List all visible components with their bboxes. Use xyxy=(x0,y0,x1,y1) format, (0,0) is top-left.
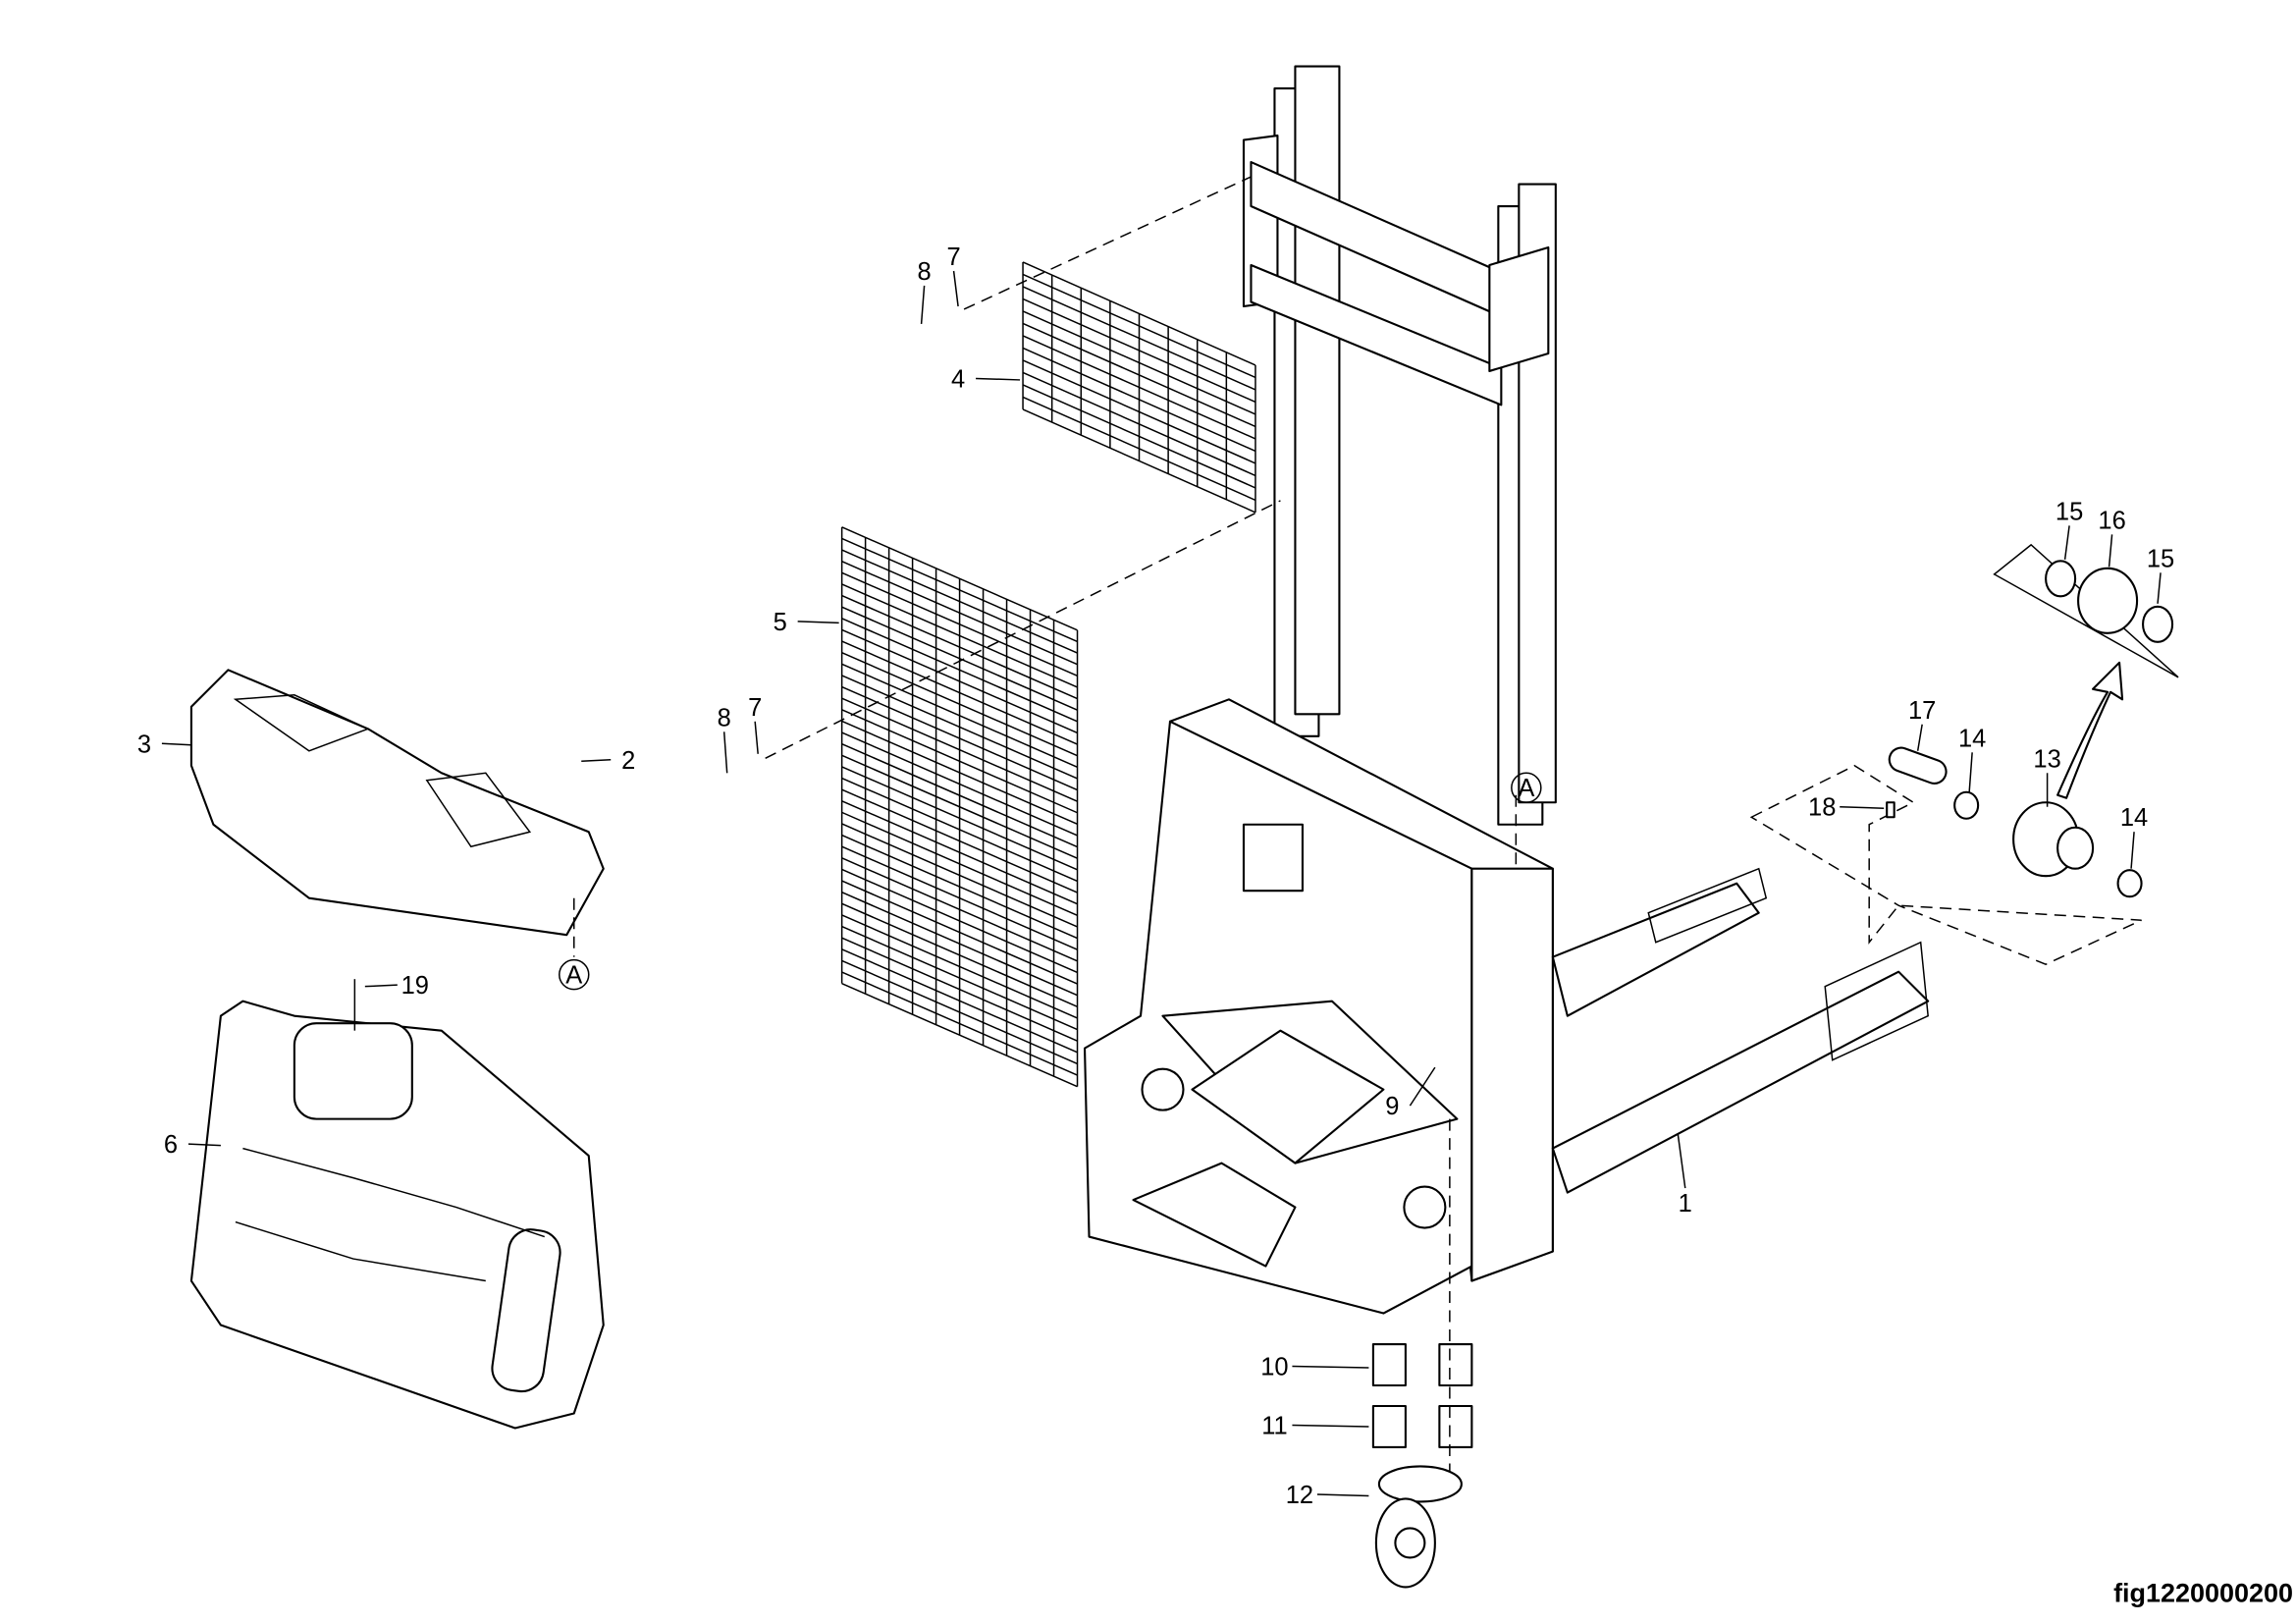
leader-line xyxy=(797,621,839,624)
leader-line xyxy=(1316,1493,1369,1497)
callout-label: 7 xyxy=(748,694,762,722)
callout-label: 1 xyxy=(1679,1190,1692,1218)
load-roller-assembly xyxy=(1749,543,2179,965)
callout-label: 12 xyxy=(1286,1482,1313,1509)
callout-label: 4 xyxy=(951,365,965,393)
figure-id: fig1220000200 xyxy=(2113,1578,2293,1607)
leader-line xyxy=(2157,572,2162,604)
grille-upper xyxy=(1022,261,1256,514)
callout-19: 19 xyxy=(364,972,429,1000)
callout-label: 18 xyxy=(1808,794,1836,822)
callout-6: 6 xyxy=(164,1131,221,1159)
callout-8: 8 xyxy=(718,704,731,774)
callout-1: 1 xyxy=(1677,1133,1692,1218)
leader-line xyxy=(1840,806,1885,810)
leader-line xyxy=(161,742,191,746)
callout-18: 18 xyxy=(1808,794,1885,822)
callout-label: 16 xyxy=(2098,507,2125,534)
callout-label: 7 xyxy=(946,244,960,271)
callout-label: 5 xyxy=(774,609,787,636)
cover-front xyxy=(189,1000,605,1430)
callout-9: 9 xyxy=(1385,1066,1436,1120)
leader-line xyxy=(952,270,959,307)
callout-label: 15 xyxy=(2147,545,2174,572)
leader-line xyxy=(1916,724,1923,751)
callout-3: 3 xyxy=(137,731,191,758)
caster-wheel xyxy=(1371,1342,1473,1589)
callout-label: 14 xyxy=(2120,804,2148,832)
callout-label: 17 xyxy=(1908,697,1936,725)
cover-top xyxy=(189,669,605,937)
leader-line xyxy=(1677,1133,1686,1189)
callout-4: 4 xyxy=(951,365,1021,393)
forks xyxy=(1551,867,1930,1194)
callout-label: 14 xyxy=(1958,725,1986,752)
reference-mark-a2: A xyxy=(1511,772,1542,804)
leader-line xyxy=(1292,1424,1369,1428)
callout-14: 14 xyxy=(1958,725,1986,792)
reference-mark-a1: A xyxy=(559,958,590,991)
callout-15: 15 xyxy=(2056,498,2083,560)
callout-label: 3 xyxy=(137,731,151,758)
callout-11: 11 xyxy=(1261,1412,1369,1439)
callout-13: 13 xyxy=(2033,745,2061,807)
callout-label: 8 xyxy=(918,258,932,286)
leader-line xyxy=(976,377,1021,381)
callout-label: 6 xyxy=(164,1131,178,1159)
svg-text:A: A xyxy=(565,962,582,990)
callout-label: 10 xyxy=(1260,1354,1288,1381)
callout-8: 8 xyxy=(918,258,932,325)
leader-line xyxy=(581,759,612,763)
leader-line xyxy=(722,731,728,774)
leader-line xyxy=(1968,752,1973,792)
leader-line xyxy=(2063,525,2070,560)
callout-label: 9 xyxy=(1385,1093,1399,1120)
leader-line xyxy=(1409,1066,1436,1107)
callout-label: 15 xyxy=(2056,498,2083,525)
leader-line xyxy=(364,984,398,988)
callout-label: 11 xyxy=(1261,1412,1287,1439)
callout-16: 16 xyxy=(2098,507,2126,568)
chassis-frame xyxy=(1083,698,1554,1315)
callout-10: 10 xyxy=(1260,1354,1369,1381)
leader-line xyxy=(187,1143,221,1147)
callout-label: 2 xyxy=(621,747,635,775)
callout-label: 8 xyxy=(718,704,731,731)
callout-7: 7 xyxy=(946,244,961,307)
assembly-lines xyxy=(353,176,1518,1473)
leader-line xyxy=(754,721,759,754)
callout-17: 17 xyxy=(1908,697,1936,751)
grille-lower xyxy=(840,526,1079,1088)
callout-12: 12 xyxy=(1286,1482,1369,1509)
callout-label: 13 xyxy=(2033,745,2060,773)
callout-15: 15 xyxy=(2147,545,2174,604)
leader-line xyxy=(2108,534,2113,568)
callout-2: 2 xyxy=(581,747,635,775)
callout-14: 14 xyxy=(2120,804,2148,869)
callout-5: 5 xyxy=(774,609,839,636)
callout-label: 19 xyxy=(401,972,429,1000)
mast xyxy=(1242,65,1557,826)
leader-line xyxy=(2130,832,2135,869)
callout-7: 7 xyxy=(748,694,762,754)
svg-text:A: A xyxy=(1518,775,1534,802)
leader-line xyxy=(1292,1365,1369,1369)
leader-line xyxy=(920,285,926,325)
